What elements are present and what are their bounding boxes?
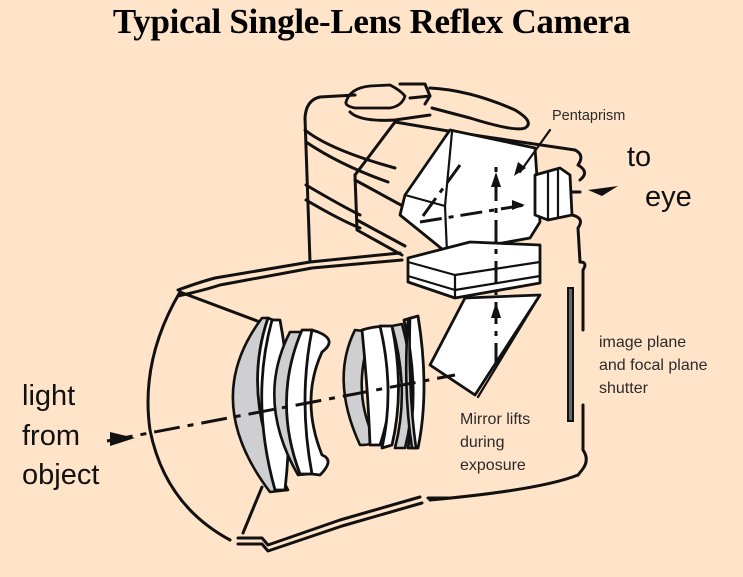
label-mirror-2: during xyxy=(460,434,504,451)
reflex-mirror xyxy=(428,293,542,399)
label-mirror-1: Mirror lifts xyxy=(460,411,530,428)
label-to-eye-1: to xyxy=(627,141,651,173)
pentaprism xyxy=(398,128,542,255)
eyepiece xyxy=(533,166,618,222)
focusing-screen xyxy=(406,240,542,300)
label-image-plane-2: and focal plane xyxy=(599,357,708,374)
label-light-3: object xyxy=(22,459,99,491)
up-arrow-icon xyxy=(491,302,501,318)
label-pentaprism: Pentaprism xyxy=(552,108,625,124)
lens-front-group xyxy=(231,316,331,494)
image-plane-shutter xyxy=(567,287,574,422)
label-light-2: from xyxy=(22,420,80,452)
pointer-arrow-icon xyxy=(514,162,526,176)
label-to-eye-2: eye xyxy=(645,181,692,213)
to-eye-arrow-icon xyxy=(588,186,618,196)
label-mirror-3: exposure xyxy=(460,457,526,474)
optical-path xyxy=(106,128,552,446)
right-arrow-icon xyxy=(512,200,525,210)
lens-barrel xyxy=(146,290,452,553)
diagram-title: Typical Single-Lens Reflex Camera xyxy=(112,2,631,41)
up-arrow-icon-2 xyxy=(491,172,501,187)
label-light-1: light xyxy=(22,380,75,412)
label-image-plane-3: shutter xyxy=(599,380,649,397)
label-image-plane-1: image plane xyxy=(599,334,686,351)
light-arrow-icon xyxy=(110,432,135,446)
